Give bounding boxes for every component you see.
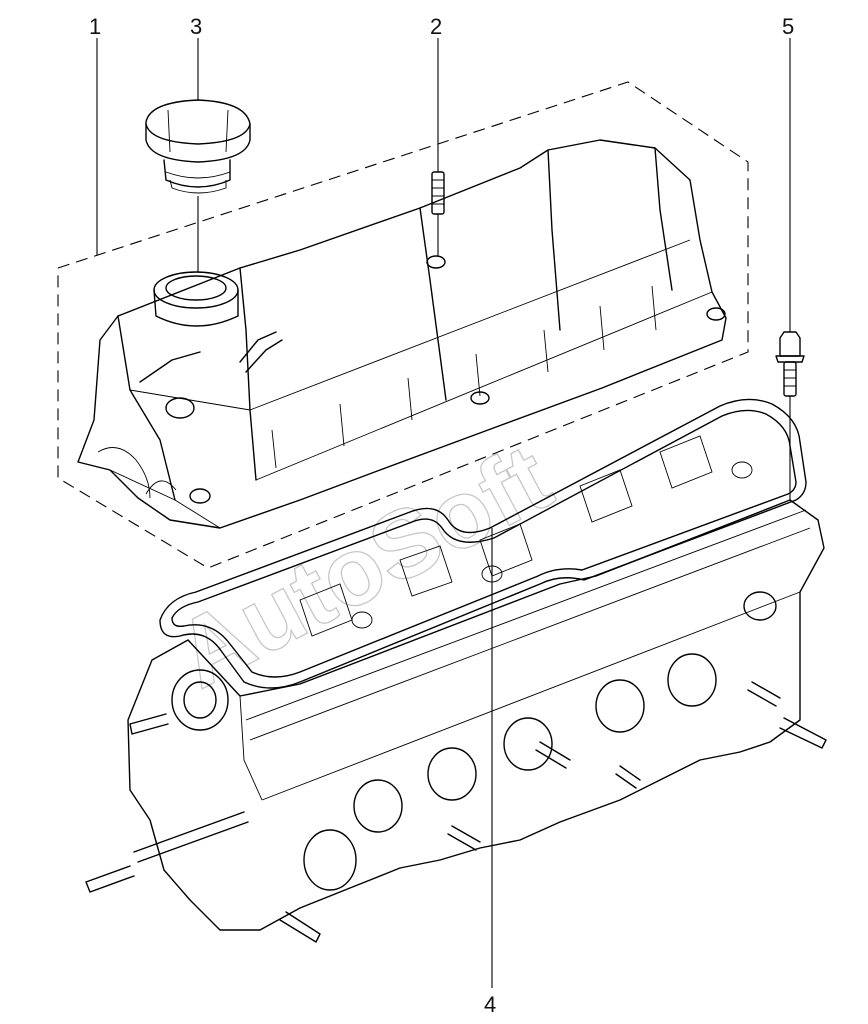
callout-3: 3 — [190, 14, 202, 39]
watermark-text: AutoSoft — [160, 424, 568, 709]
callout-5: 5 — [782, 14, 794, 39]
bolt — [775, 331, 805, 397]
cylinder-head — [85, 435, 827, 943]
oil-filler-cap — [145, 99, 251, 194]
callout-1: 1 — [89, 14, 101, 39]
valve-cover — [77, 139, 727, 529]
stud — [431, 171, 445, 215]
valve-cover-gasket — [159, 398, 807, 689]
leader-lines — [96, 38, 791, 988]
callout-2: 2 — [430, 14, 442, 39]
assembly-boundary — [57, 81, 749, 569]
callout-4: 4 — [484, 992, 496, 1017]
